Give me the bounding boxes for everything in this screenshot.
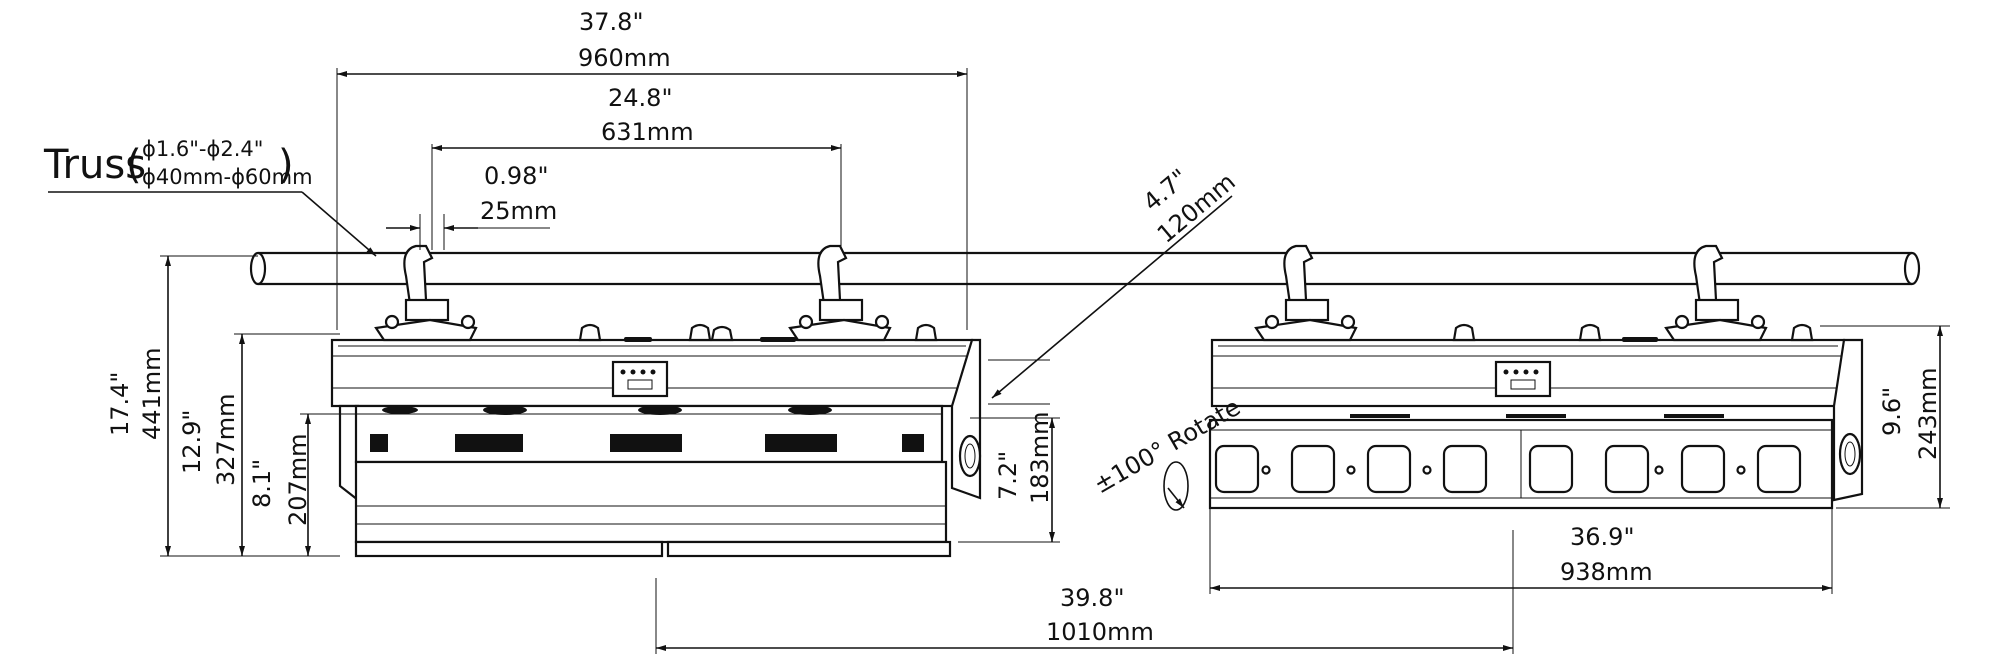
display-dots (620, 369, 656, 390)
dimension-clamp-spacing: 24.8" 631mm (431, 84, 842, 250)
svg-text:183mm: 183mm (1026, 411, 1054, 504)
svg-text:25mm: 25mm (480, 197, 557, 225)
svg-text:327mm: 327mm (212, 393, 240, 486)
dimension-overall-width: 37.8" 960mm (336, 8, 968, 330)
truss-diameter-imperial: ϕ1.6"-ϕ2.4" (142, 137, 263, 161)
clamp-right (788, 244, 892, 342)
svg-text:7.2": 7.2" (994, 451, 1022, 500)
dimension-total-height: 17.4" 441mm (106, 255, 340, 557)
fixture-front-view (330, 244, 982, 558)
svg-text:207mm: 207mm (284, 433, 312, 526)
clamp-left-2 (1254, 244, 1358, 342)
svg-text:9.6": 9.6" (1878, 387, 1906, 436)
svg-text:36.9": 36.9" (1570, 523, 1634, 551)
svg-text:24.8": 24.8" (608, 84, 672, 112)
truss-tube (249, 251, 1921, 286)
svg-text:12.9": 12.9" (178, 410, 206, 474)
lens-array (1214, 444, 1802, 494)
vent-grilles (370, 405, 924, 452)
svg-text:441mm: 441mm (138, 347, 166, 440)
fixture-side-view: ±100° Rotate (1089, 244, 1864, 511)
svg-text:1010mm: 1010mm (1046, 618, 1154, 646)
svg-text:243mm: 243mm (1914, 367, 1942, 460)
dimension-head-front-height: 7.2" 183mm (958, 411, 1060, 543)
truss-bracket-close: ) (278, 142, 294, 188)
display-dots-2 (1503, 369, 1539, 390)
truss-diameter-metric: ϕ40mm-ϕ60mm (142, 165, 313, 189)
dimension-side-height: 9.6" 243mm (1820, 325, 1950, 509)
dimension-separation: 39.8" 1010mm (655, 530, 1514, 654)
dimension-clamp-width: 0.98" 25mm (386, 162, 557, 250)
svg-text:39.8": 39.8" (1060, 584, 1124, 612)
truss-callout: Truss ( ϕ1.6"-ϕ2.4" ϕ40mm-ϕ60mm ) (43, 137, 377, 257)
svg-text:938mm: 938mm (1560, 558, 1653, 586)
svg-text:960mm: 960mm (578, 44, 671, 72)
svg-text:631mm: 631mm (601, 118, 694, 146)
svg-text:8.1": 8.1" (248, 459, 276, 508)
svg-text:37.8": 37.8" (579, 8, 643, 36)
clamp-right-2 (1664, 244, 1768, 342)
truss-bracket-open: ( (126, 142, 142, 188)
dimension-body-height: 12.9" 327mm (178, 333, 340, 556)
dimension-head-height: 8.1" 207mm (248, 413, 356, 556)
dimension-head-width: 36.9" 938mm (1209, 508, 1833, 594)
truss-label: Truss (43, 142, 146, 188)
clamp-left (374, 244, 478, 342)
svg-text:17.4": 17.4" (106, 372, 134, 436)
svg-text:0.98": 0.98" (484, 162, 548, 190)
